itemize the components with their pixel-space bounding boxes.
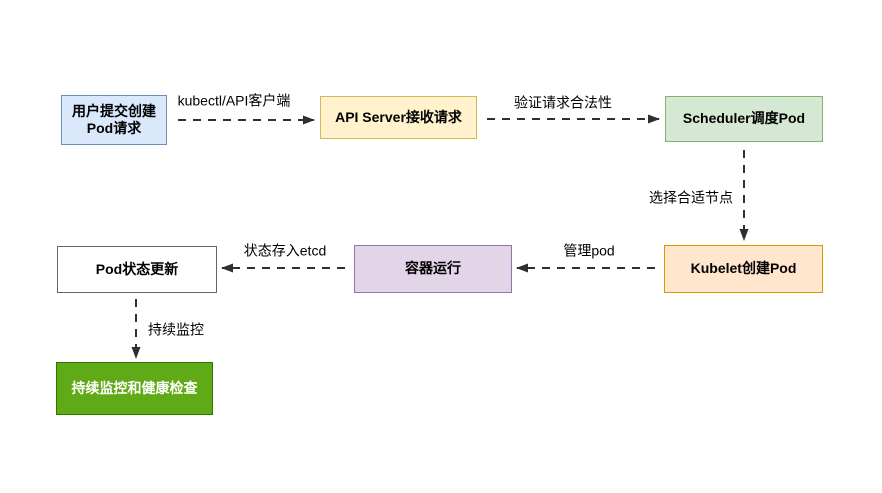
- edge-label-kubelet-to-container: 管理pod: [561, 242, 617, 260]
- node-scheduler: Scheduler调度Pod: [665, 96, 823, 142]
- node-container-running: 容器运行: [354, 245, 512, 293]
- edge-label-podstatus-to-monitor: 持续监控: [146, 321, 206, 339]
- node-kubelet: Kubelet创建Pod: [664, 245, 823, 293]
- edge-label-apiserver-to-scheduler: 验证请求合法性: [512, 94, 614, 112]
- edge-label-scheduler-to-kubelet: 选择合适节点: [647, 189, 735, 207]
- edge-label-user-to-apiserver: kubectl/API客户端: [175, 92, 293, 110]
- node-user-request: 用户提交创建 Pod请求: [61, 95, 167, 145]
- node-monitor-health: 持续监控和健康检查: [56, 362, 213, 415]
- edge-label-container-to-podstatus: 状态存入etcd: [241, 242, 329, 260]
- node-pod-status-update: Pod状态更新: [57, 246, 217, 293]
- node-api-server: API Server接收请求: [320, 96, 477, 139]
